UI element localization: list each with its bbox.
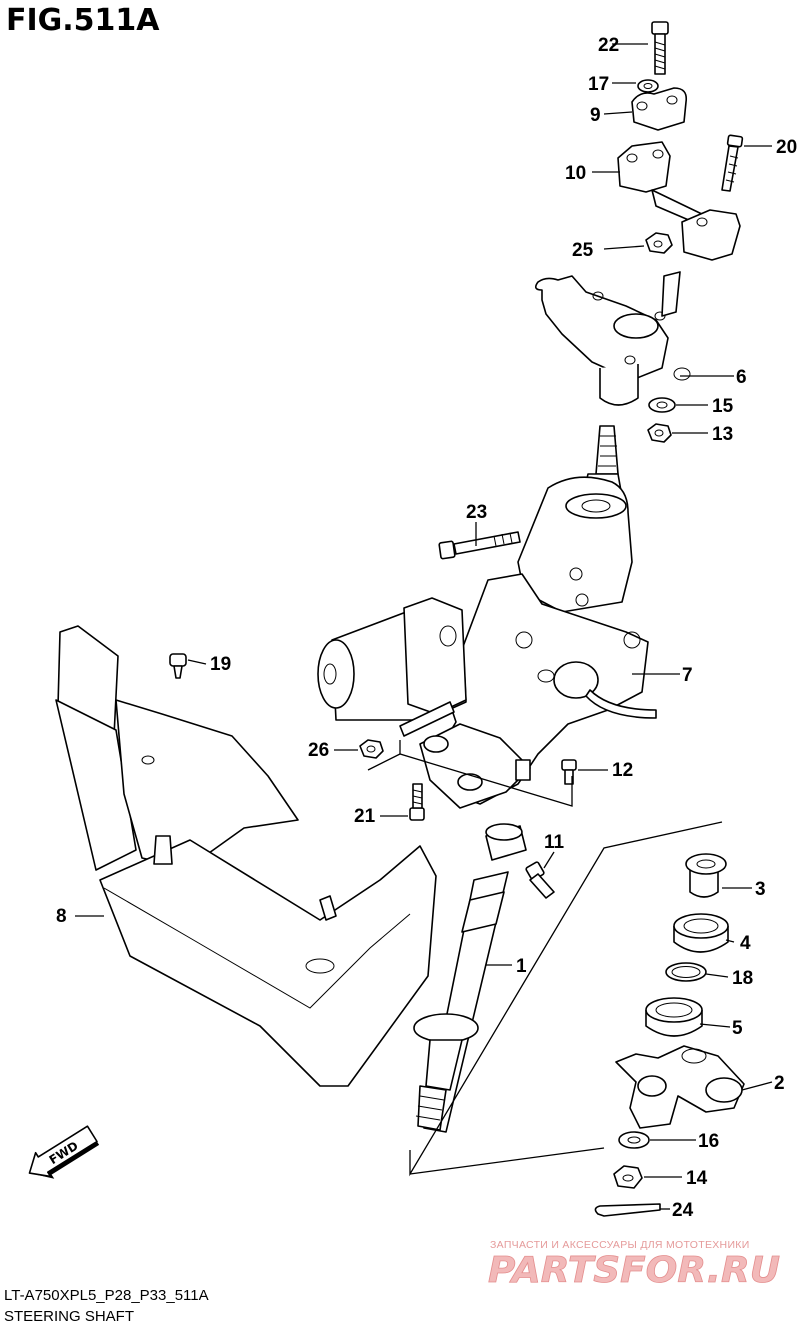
watermark-tagline: ЗАПЧАСТИ И АКСЕССУАРЫ ДЛЯ МОТОТЕХНИКИ [490, 1239, 750, 1251]
part-4-bearing[interactable] [673, 913, 729, 953]
part-24-cotter-pin[interactable] [594, 1203, 661, 1217]
callout-24: 24 [672, 1200, 694, 1221]
callout-8: 8 [56, 906, 67, 927]
watermark: ЗАПЧАСТИ И АКСЕССУАРЫ ДЛЯ МОТОТЕХНИКИ PA… [488, 1239, 781, 1291]
callout-5: 5 [732, 1018, 743, 1039]
part-23-bolt[interactable] [438, 531, 521, 560]
part-11-bolt[interactable] [525, 861, 555, 899]
watermark-brand: PARTSFOR.RU [488, 1250, 780, 1291]
callout-13: 13 [712, 424, 733, 445]
part-14-nut[interactable] [613, 1165, 643, 1189]
part-20-bolt[interactable] [721, 134, 744, 192]
callout-7: 7 [682, 665, 693, 686]
part-22-bolt[interactable] [651, 21, 669, 75]
callout-17: 17 [588, 74, 609, 95]
callout-4: 4 [740, 933, 751, 954]
figure-caption: STEERING SHAFT [4, 1308, 134, 1325]
part-8-cover[interactable] [55, 625, 437, 1087]
callout-labels: 22 17 9 10 20 25 6 15 13 23 7 19 26 12 2… [56, 35, 797, 1221]
part-10-lower-clamp[interactable] [617, 141, 741, 261]
callout-2: 2 [774, 1073, 785, 1094]
part-26-nut[interactable] [359, 739, 384, 759]
part-17-washer[interactable] [637, 79, 659, 93]
fwd-direction-arrow: FWD [28, 1125, 100, 1179]
callout-19: 19 [210, 654, 231, 675]
part-12-bolt[interactable] [561, 759, 577, 785]
part-1-steering-shaft[interactable] [413, 823, 527, 1133]
part-3-bushing[interactable] [685, 853, 727, 898]
callout-12: 12 [612, 760, 633, 781]
part-19-clip[interactable] [169, 653, 187, 679]
figure-title: FIG.511A [6, 3, 160, 38]
part-25-nut[interactable] [645, 232, 673, 254]
part-7-eps-assembly[interactable] [317, 425, 657, 809]
callout-1: 1 [516, 956, 527, 977]
callout-18: 18 [732, 968, 753, 989]
part-6-bracket[interactable] [534, 271, 691, 406]
callout-10: 10 [565, 163, 586, 184]
callout-15: 15 [712, 396, 734, 417]
callout-9: 9 [590, 105, 601, 126]
callout-22: 22 [598, 35, 619, 56]
callout-25: 25 [572, 240, 594, 261]
part-2-pitman-arm[interactable] [615, 1045, 745, 1129]
part-5-bearing[interactable] [645, 997, 703, 1037]
callout-20: 20 [776, 137, 797, 158]
callout-26: 26 [308, 740, 329, 761]
part-16-washer[interactable] [618, 1131, 650, 1149]
callout-11: 11 [544, 832, 565, 853]
callout-6: 6 [736, 367, 747, 388]
callout-21: 21 [354, 806, 376, 827]
part-21-bolt[interactable] [409, 783, 425, 821]
callout-16: 16 [698, 1131, 719, 1152]
part-13-nut[interactable] [647, 423, 672, 443]
callout-3: 3 [755, 879, 766, 900]
part-18-o-ring[interactable] [665, 962, 707, 982]
model-code: LT-A750XPL5_P28_P33_511A [4, 1287, 209, 1304]
part-9-upper-clamp[interactable] [631, 87, 688, 131]
part-15-washer[interactable] [648, 397, 676, 413]
callout-23: 23 [466, 502, 487, 523]
leader-lines [75, 43, 773, 1210]
callout-14: 14 [686, 1168, 708, 1189]
